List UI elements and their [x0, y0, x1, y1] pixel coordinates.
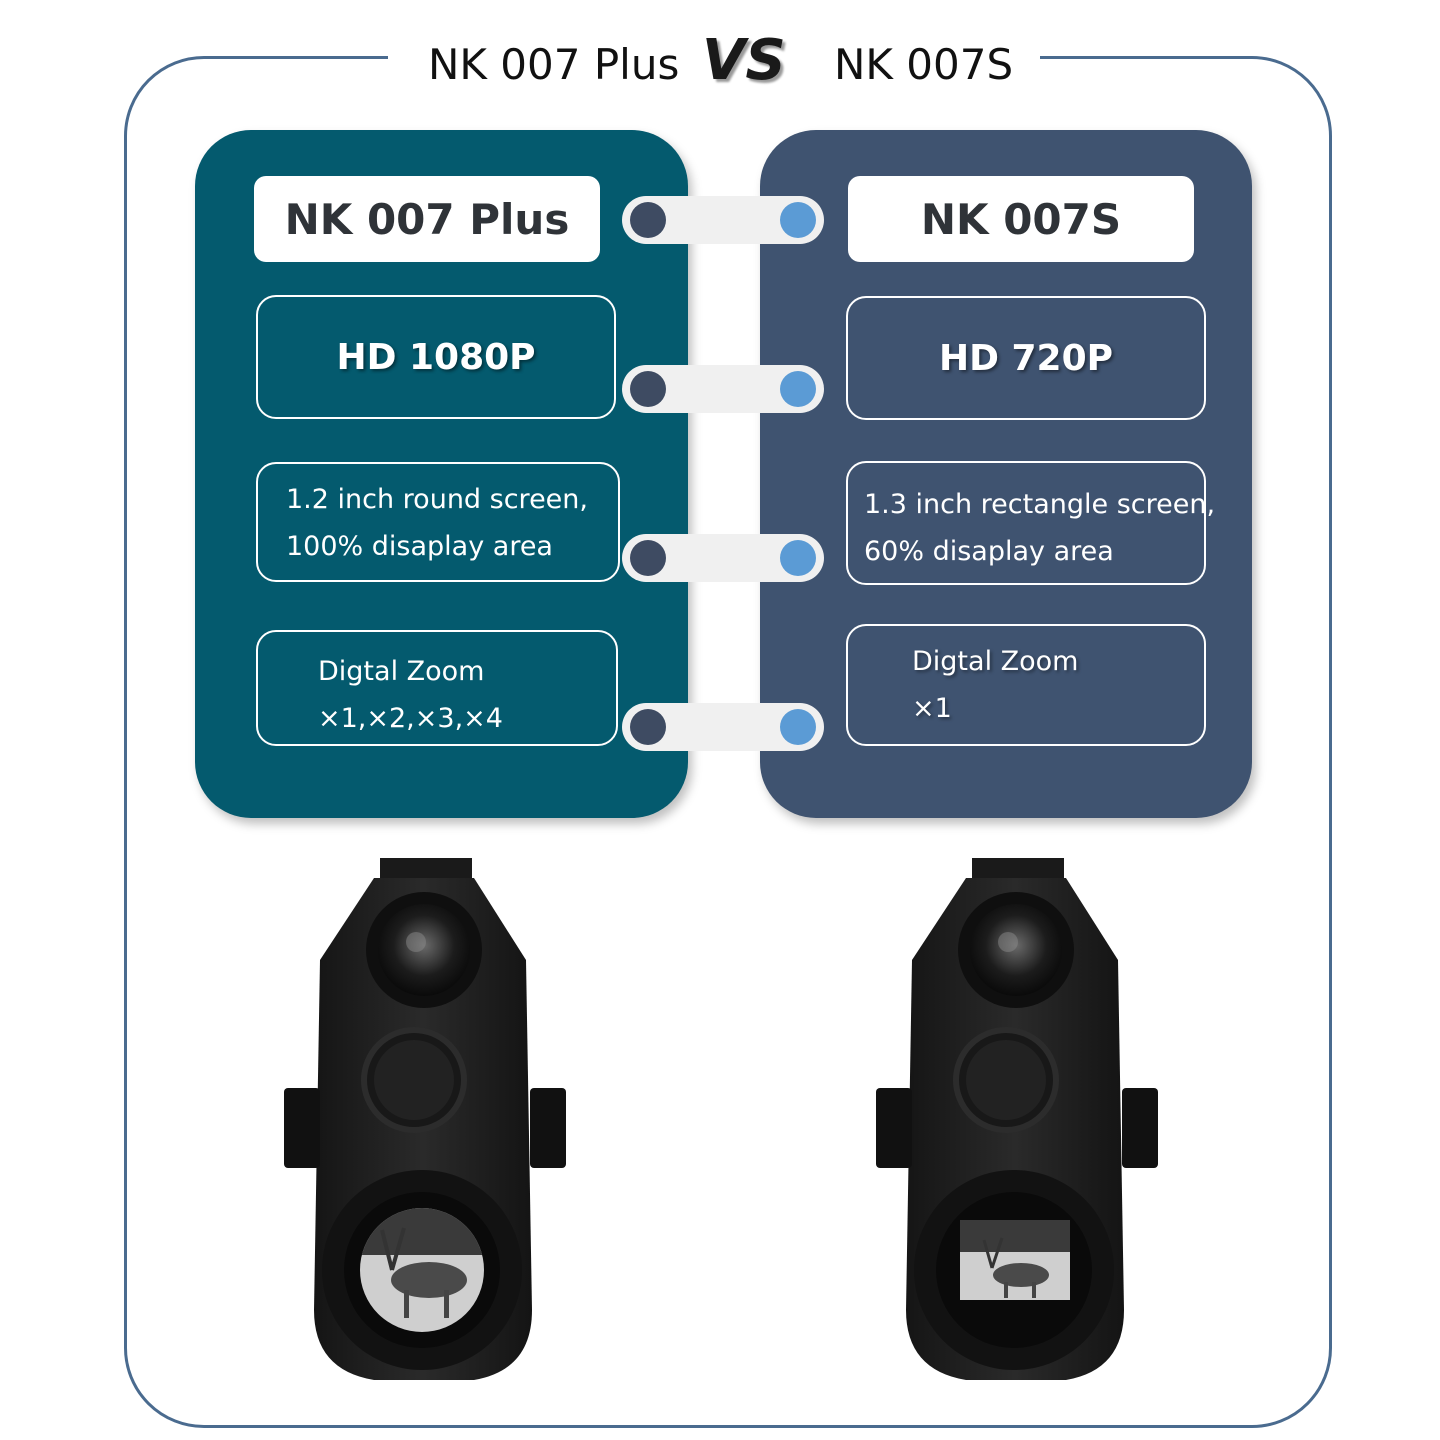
left-zoom-spec: Digtal Zoom ×1,×2,×3,×4: [256, 630, 618, 746]
left-resolution: HD 1080P: [256, 295, 616, 419]
left-product-name: NK 007 Plus: [254, 176, 600, 262]
left-screen-line2: 100% disaplay area: [286, 531, 553, 562]
connector-dot-left: [630, 202, 666, 238]
connector-dot-right: [780, 540, 816, 576]
connector-resolution: [622, 365, 824, 413]
title-background: [388, 36, 1040, 86]
right-zoom-line2: ×1: [912, 693, 952, 724]
right-zoom-spec: Digtal Zoom ×1: [846, 624, 1206, 746]
connector-dot-left: [630, 709, 666, 745]
right-screen-line1: 1.3 inch rectangle screen,: [864, 489, 1216, 520]
header-vs: VS: [702, 28, 786, 93]
connector-screen: [622, 534, 824, 582]
night-vision-device-rectangle-screen-icon: [876, 858, 1158, 1380]
connector-dot-left: [630, 540, 666, 576]
connector-dot-right: [780, 371, 816, 407]
right-zoom-line1: Digtal Zoom: [912, 646, 1079, 677]
left-screen-line1: 1.2 inch round screen,: [286, 484, 588, 515]
left-zoom-line2: ×1,×2,×3,×4: [318, 703, 503, 734]
left-screen-spec: 1.2 inch round screen, 100% disaplay are…: [256, 462, 620, 582]
right-screen-line2: 60% disaplay area: [864, 536, 1114, 567]
right-product-name: NK 007S: [848, 176, 1194, 262]
connector-dot-right: [780, 202, 816, 238]
connector-dot-left: [630, 371, 666, 407]
header-right-title: NK 007S: [834, 40, 1014, 89]
right-screen-spec: 1.3 inch rectangle screen, 60% disaplay …: [846, 461, 1216, 585]
header-left-title: NK 007 Plus: [428, 40, 680, 89]
connector-zoom: [622, 703, 824, 751]
night-vision-device-round-screen-icon: [284, 858, 566, 1380]
connector-dot-right: [780, 709, 816, 745]
left-zoom-line1: Digtal Zoom: [318, 656, 485, 687]
right-resolution: HD 720P: [846, 296, 1206, 420]
connector-name: [622, 196, 824, 244]
